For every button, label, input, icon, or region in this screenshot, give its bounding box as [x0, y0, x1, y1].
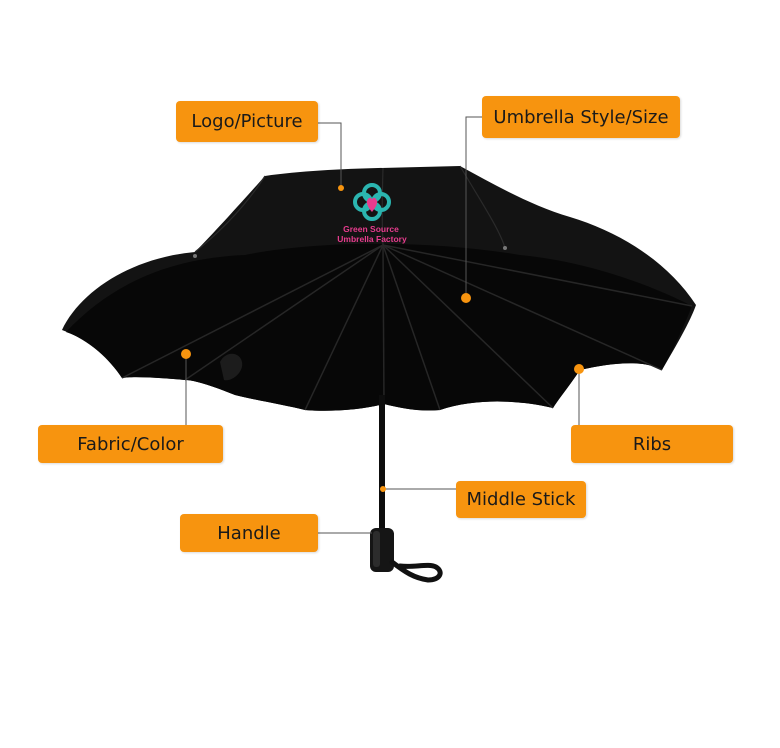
middle-stick	[379, 395, 385, 530]
leader-style	[465, 116, 482, 296]
label-middle-stick: Middle Stick	[456, 481, 586, 518]
label-umbrella-style-size: Umbrella Style/Size	[482, 96, 680, 138]
marker-logo	[338, 185, 344, 191]
umbrella-ribs	[121, 244, 693, 411]
marker-stick	[380, 486, 386, 492]
label-fabric-color: Fabric/Color	[38, 425, 223, 463]
brand-name-line2: Umbrella Factory	[337, 234, 407, 244]
markers	[181, 185, 584, 492]
clover-heart-logo	[353, 183, 391, 221]
brand-name-line1: Green Source	[343, 224, 399, 234]
fabric-strap	[220, 353, 243, 381]
marker-style	[461, 293, 471, 303]
marker-fabric	[181, 349, 191, 359]
leader-logo	[318, 122, 342, 187]
label-ribs: Ribs	[571, 425, 733, 463]
label-logo-picture: Logo/Picture	[176, 101, 318, 142]
wrist-strap	[389, 559, 443, 583]
label-handle: Handle	[180, 514, 318, 552]
marker-ribs	[574, 364, 584, 374]
leader-lines	[185, 116, 580, 534]
